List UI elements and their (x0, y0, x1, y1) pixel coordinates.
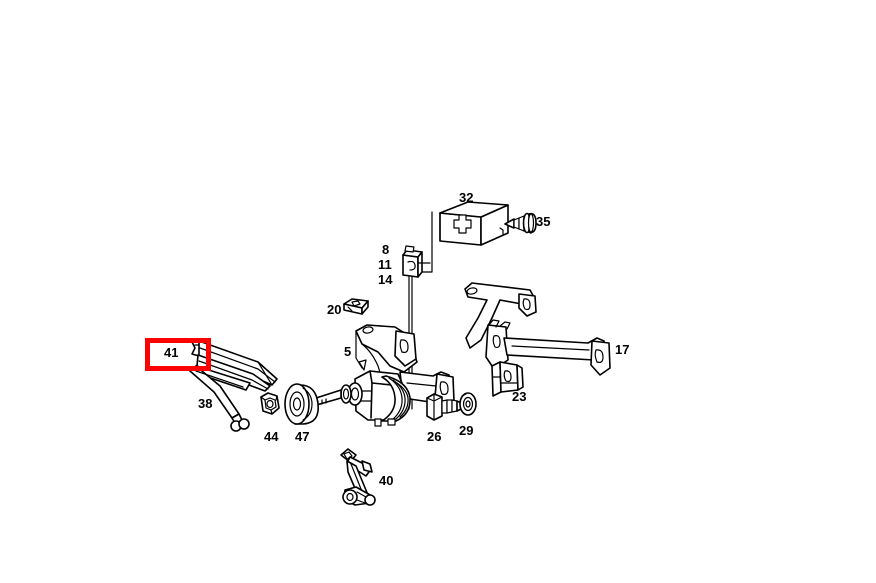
part-label-17: 17 (615, 342, 630, 357)
part-32-leader-line (420, 211, 433, 273)
part-41-guide-rail (191, 340, 278, 392)
part-label-29: 29 (459, 423, 474, 438)
part-label-44: 44 (264, 429, 279, 444)
part-23-small-angle-bracket (491, 361, 524, 397)
part-label-32: 32 (459, 190, 474, 205)
part-label-40: 40 (379, 473, 394, 488)
part-label-35: 35 (536, 214, 551, 229)
part-label-14: 14 (378, 272, 393, 287)
part-label-47: 47 (295, 429, 310, 444)
part-47-pulley-disc (284, 383, 320, 425)
part-44-hex-nut (260, 392, 280, 415)
part-5-gearbox-housing (312, 324, 455, 427)
part-40-diagonal-linkage-rod (340, 448, 376, 506)
part-label-20: 20 (327, 302, 342, 317)
part-label-41: 41 (164, 345, 179, 360)
part-label-5: 5 (344, 344, 352, 359)
part-32-cross-cutout-bracket (439, 201, 509, 246)
part-label-23: 23 (512, 389, 527, 404)
part-20-flat-retaining-clip (343, 298, 369, 315)
part-38-bent-strut (189, 365, 251, 432)
part-label-26: 26 (427, 429, 442, 444)
part-label-11: 11 (378, 257, 392, 272)
part-35-pan-head-screw (504, 212, 537, 234)
part-label-38: 38 (198, 396, 213, 411)
part-label-8: 8 (382, 242, 390, 257)
part-17-long-support-bracket (464, 282, 611, 376)
part-29-washer-grommet (459, 392, 477, 416)
